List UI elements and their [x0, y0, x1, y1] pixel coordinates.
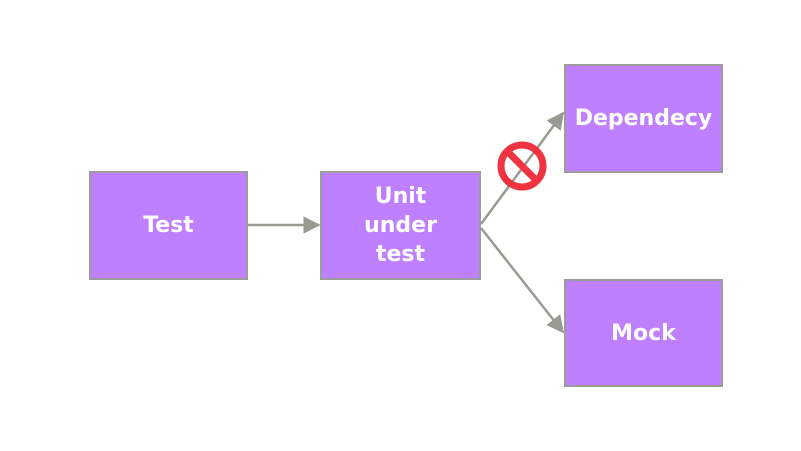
unit-label-line-3: test — [375, 242, 426, 267]
unit-label-line-2: under — [364, 213, 437, 238]
dependency-box: Dependecy — [564, 64, 723, 173]
prohibited-icon — [497, 141, 547, 191]
test-label: Test — [143, 213, 194, 238]
dependency-label: Dependecy — [574, 106, 713, 131]
unit-under-test-label: Unit under test — [364, 182, 437, 269]
unit-label-line-1: Unit — [374, 184, 427, 209]
mock-label: Mock — [611, 320, 676, 346]
test-box: Test — [89, 171, 248, 280]
unit-under-test-box: Unit under test — [320, 171, 481, 280]
mock-box: Mock — [564, 279, 723, 387]
arrow-unit-to-mock — [480, 227, 565, 334]
